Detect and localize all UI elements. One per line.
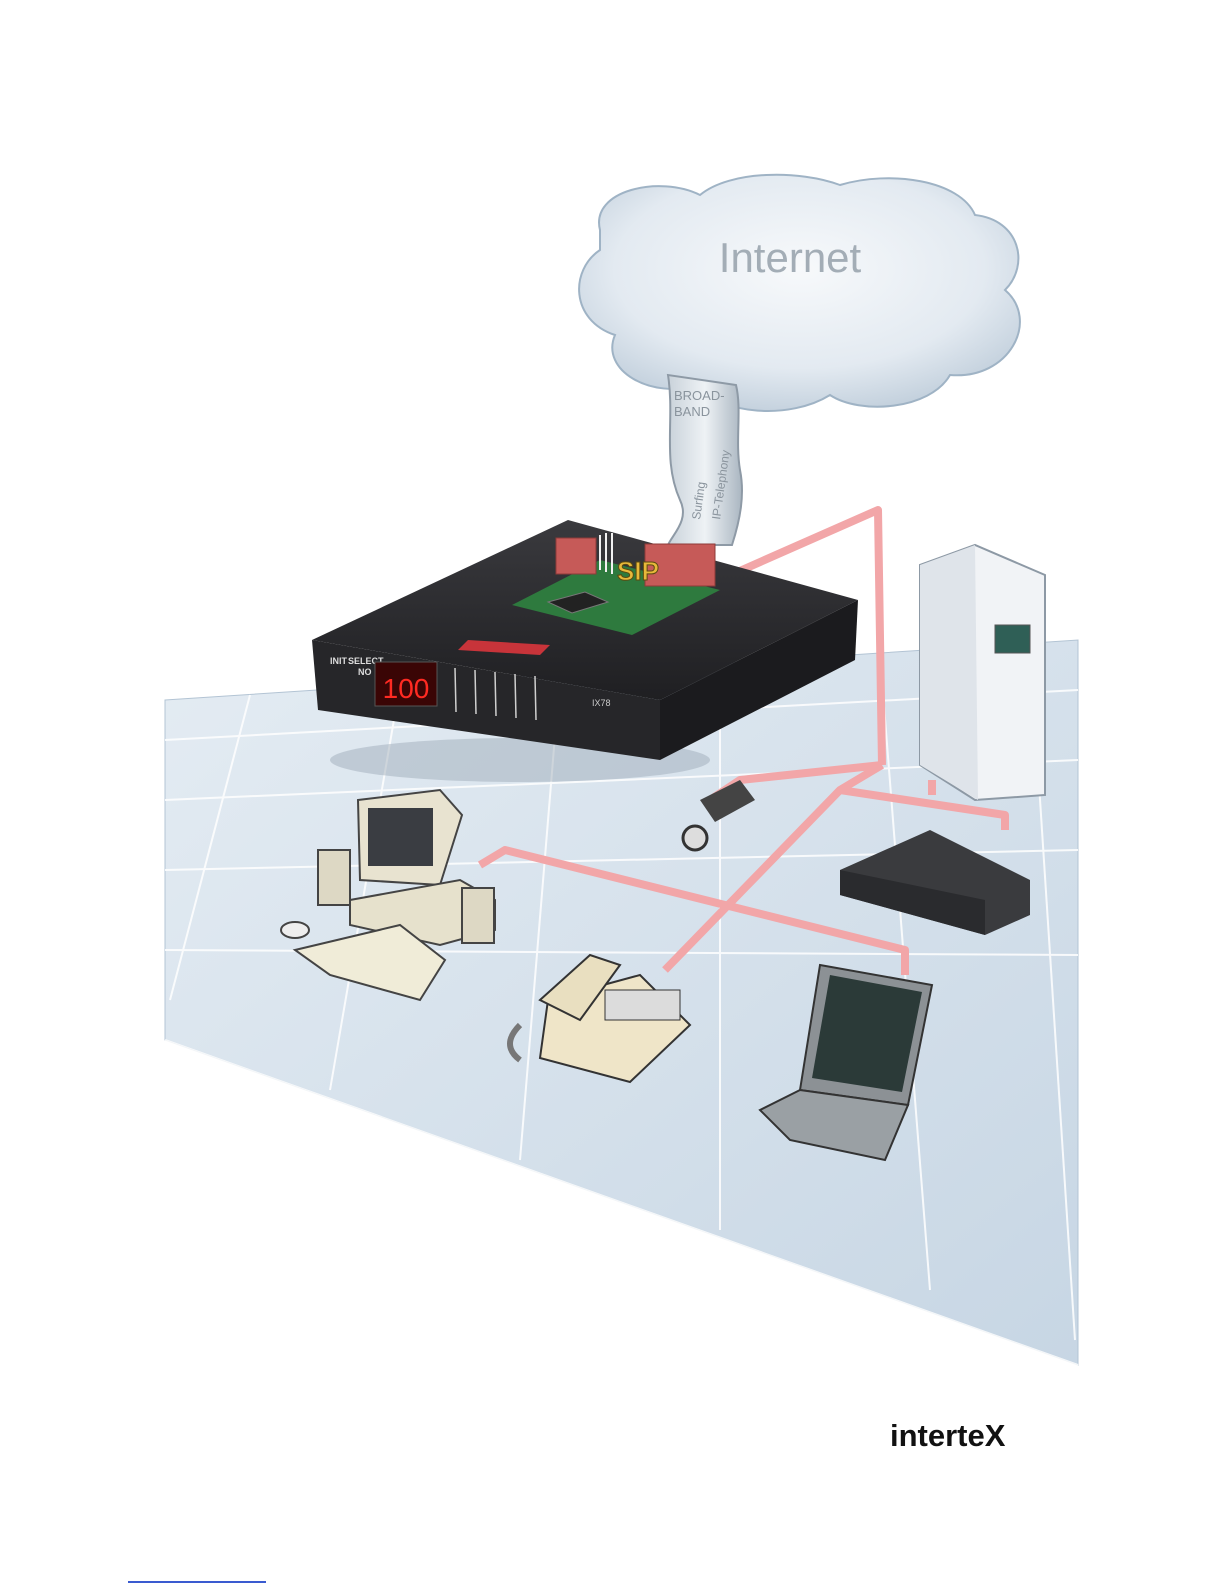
led-display: 100 xyxy=(383,673,430,704)
footer-link-underline xyxy=(128,1581,266,1583)
broadband-line2: BAND xyxy=(674,404,710,419)
init-button-label: INIT xyxy=(330,656,348,666)
sip-label: SIP xyxy=(617,556,659,586)
no-button-label: NO xyxy=(358,667,372,677)
internet-cloud: Internet xyxy=(579,175,1020,411)
broadband-pipe: BROAD- BAND Surfing IP-Telephony xyxy=(668,375,742,545)
broadband-line1: BROAD- xyxy=(674,388,725,403)
intertex-logo: interteX xyxy=(890,1418,1006,1453)
cloud-title: Internet xyxy=(719,234,862,281)
brand-logo: interteX xyxy=(890,1418,1006,1453)
model-label: IX78 xyxy=(592,698,611,708)
server-icon xyxy=(920,545,1045,800)
